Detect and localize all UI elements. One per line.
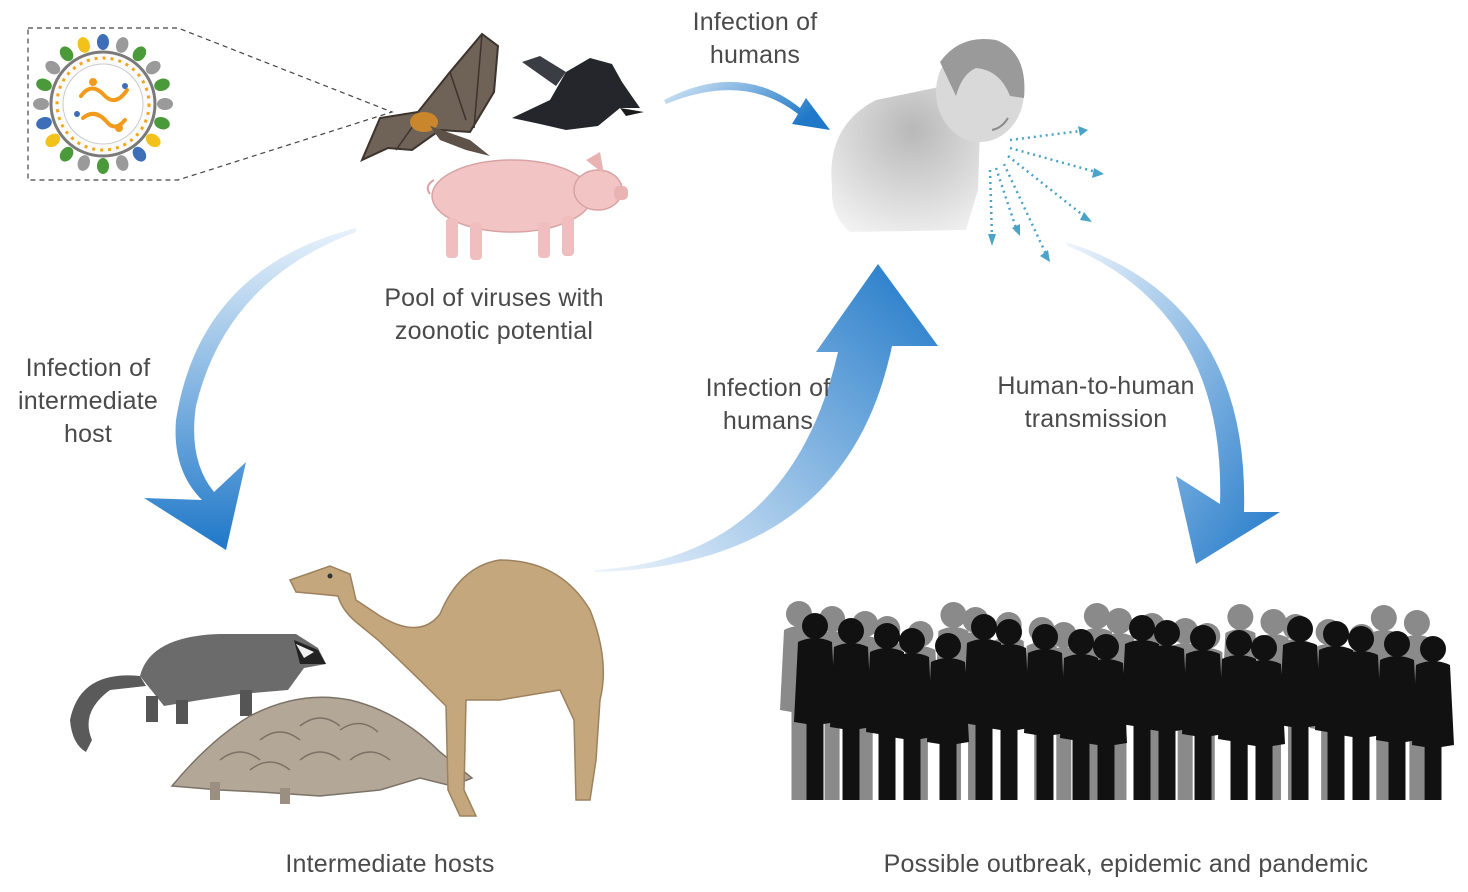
arrow-human-to-human [1066,242,1280,564]
cough-droplets [988,129,1097,255]
crow-icon [512,56,644,130]
virus-inset [27,27,394,181]
bat-icon [360,32,500,162]
label-outbreak: Possible outbreak, epidemic and pandemic [883,850,1369,878]
label-infection-humans-mid: Infection of humans [705,374,831,435]
label-intermediate-hosts: Intermediate hosts [285,850,495,878]
coughing-person-icon [831,38,1025,232]
arrow-to-humans-top [664,81,830,130]
droplet-arrowheads [988,126,1104,262]
arrow-to-intermediate-host [144,228,356,550]
pig-icon [426,152,628,260]
crowd-silhouette-icon [780,601,1454,800]
civet-icon [70,634,326,752]
label-pool-of-viruses: Pool of viruses with zoonotic potential [384,284,604,345]
coronavirus-particle-icon [33,34,173,174]
arrow-intermediate-to-humans [594,264,938,572]
label-human-to-human: Human-to-human transmission [997,372,1195,433]
camel-icon [288,559,605,817]
label-infection-intermediate-host: Infection of intermediate host [18,354,158,448]
label-infection-humans-top: Infection of humans [692,8,818,69]
pangolin-icon [170,696,474,804]
